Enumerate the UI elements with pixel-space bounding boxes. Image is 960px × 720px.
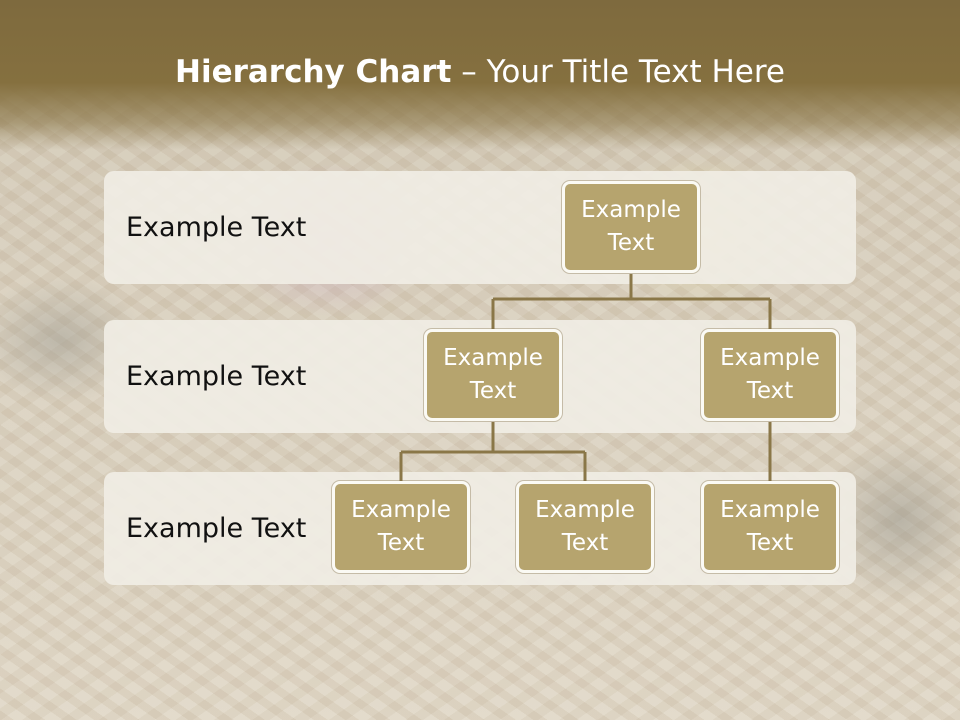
node-level3-right[interactable]: Example Text — [701, 481, 839, 573]
level-label-1: Example Text — [126, 212, 307, 243]
slide-title-rest: – Your Title Text Here — [451, 54, 785, 90]
slide-title-bold: Hierarchy Chart — [175, 54, 452, 90]
node-level3-middle[interactable]: Example Text — [516, 481, 654, 573]
title-bar: Hierarchy Chart – Your Title Text Here — [0, 0, 960, 150]
level-band-1: Example Text — [104, 171, 856, 284]
node-level2-left[interactable]: Example Text — [424, 329, 562, 421]
level-label-2: Example Text — [126, 361, 307, 392]
node-level2-right[interactable]: Example Text — [701, 329, 839, 421]
node-level3-left[interactable]: Example Text — [332, 481, 470, 573]
slide-title: Hierarchy Chart – Your Title Text Here — [0, 54, 960, 90]
node-root[interactable]: Example Text — [562, 181, 700, 273]
level-label-3: Example Text — [126, 513, 307, 544]
